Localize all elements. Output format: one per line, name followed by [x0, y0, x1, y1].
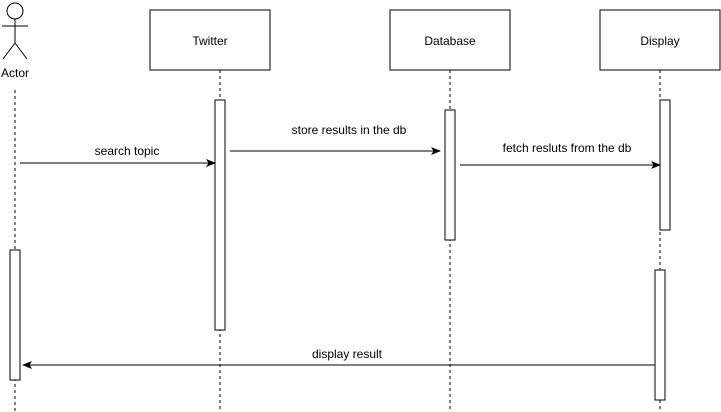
- actor-left-leg: [2, 42, 16, 60]
- actor-activation-bar[interactable]: [9, 249, 21, 381]
- participant-database-label: Database: [424, 34, 476, 48]
- actor-head: [6, 2, 24, 20]
- participant-twitter-box[interactable]: [149, 9, 271, 71]
- message-search-topic-label: search topic: [95, 144, 160, 158]
- message-fetch-results-label: fetch resluts from the db: [503, 141, 632, 155]
- actor-figure[interactable]: [2, 2, 28, 60]
- display-activation-bar-2[interactable]: [654, 269, 666, 401]
- participant-display-box[interactable]: [599, 9, 721, 71]
- participant-display-label: Display: [640, 34, 679, 48]
- actor-label: Actor: [1, 66, 29, 80]
- twitter-activation-bar[interactable]: [214, 99, 226, 331]
- message-display-result-label: display result: [312, 347, 383, 361]
- database-activation-bar[interactable]: [444, 109, 456, 241]
- display-activation-bar-1[interactable]: [659, 99, 671, 231]
- participant-database-box[interactable]: [389, 9, 511, 71]
- participant-twitter-label: Twitter: [192, 34, 227, 48]
- actor-right-leg: [14, 42, 28, 60]
- message-store-results-label: store results in the db: [292, 123, 407, 137]
